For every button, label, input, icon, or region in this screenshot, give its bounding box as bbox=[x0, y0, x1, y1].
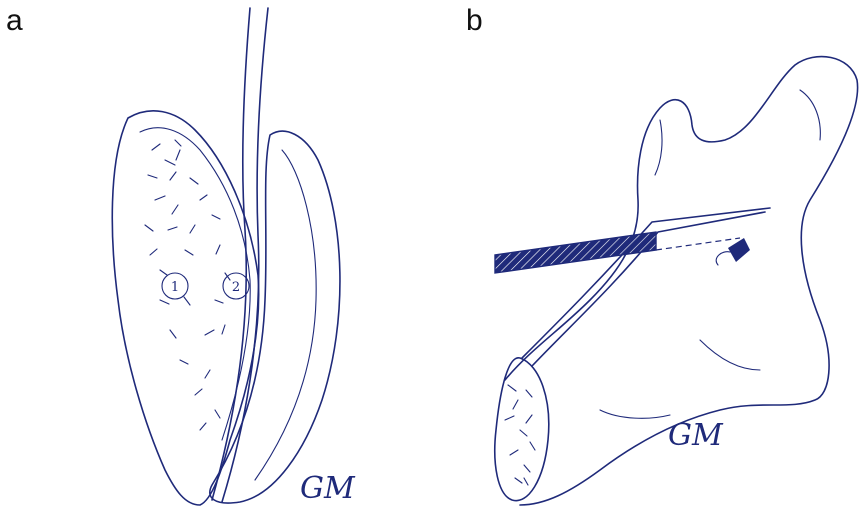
saw-blade bbox=[495, 232, 656, 273]
svg-text:1: 1 bbox=[171, 280, 179, 295]
signature-b: GM bbox=[668, 418, 724, 453]
svg-text:2: 2 bbox=[232, 280, 240, 295]
panel-a-drawing: 1 2 GM bbox=[112, 8, 356, 506]
cut-face-texture bbox=[505, 385, 535, 485]
saw-tip bbox=[728, 238, 750, 262]
shaft-lines bbox=[212, 8, 250, 500]
tip-curve bbox=[716, 252, 730, 265]
panel-b-drawing: GM bbox=[495, 57, 858, 505]
channel-outer bbox=[522, 208, 770, 358]
marker-1: 1 bbox=[162, 273, 188, 299]
dashed-guide bbox=[656, 238, 740, 250]
cut-face bbox=[495, 358, 549, 501]
contour-details bbox=[600, 90, 820, 418]
signature-a: GM bbox=[300, 471, 356, 506]
